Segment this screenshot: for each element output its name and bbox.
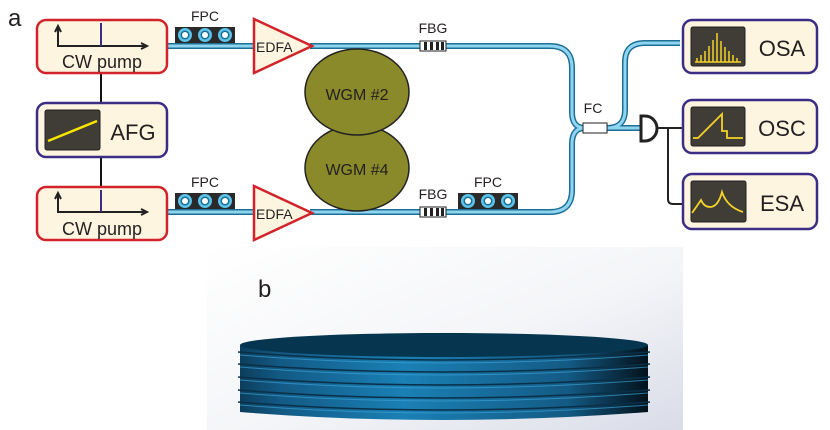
ramp-trace-icon: [47, 119, 98, 143]
cw-pump-label: CW pump: [62, 52, 142, 72]
afg-box: AFG: [35, 101, 169, 159]
fpc-label: FPC: [474, 174, 502, 190]
panel-b-label: b: [258, 276, 271, 303]
wgm-4: WGM #4: [304, 124, 410, 212]
fiber-paths: [167, 40, 680, 215]
panel-a-label: a: [8, 5, 22, 32]
panel-b: b: [207, 247, 683, 430]
fpc-right: FPC: [458, 174, 518, 209]
esa-box: ESA: [681, 172, 819, 231]
esa-label: ESA: [760, 191, 804, 216]
fpc-bottom: FPC: [175, 174, 235, 209]
fbg-top: FBG: [419, 20, 448, 52]
axes-icon: [54, 23, 150, 50]
fpc-label: FPC: [191, 8, 219, 24]
osa-box: OSA: [681, 18, 819, 75]
fpc-label: FPC: [191, 174, 219, 190]
cw-pump-top: CW pump: [35, 18, 169, 75]
osc-box: OSC: [681, 98, 819, 155]
wgm-2: WGM #2: [304, 48, 410, 136]
fbg-label: FBG: [419, 20, 448, 36]
photodetector-icon: [639, 114, 659, 143]
edfa-top: EDFA: [252, 17, 315, 75]
fbg-bottom: FBG: [419, 186, 448, 218]
osc-label: OSC: [758, 116, 806, 141]
edfa-label: EDFA: [256, 206, 293, 222]
edfa-bottom: EDFA: [252, 184, 315, 242]
fc-label: FC: [584, 100, 603, 116]
cw-pump-bottom: CW pump: [35, 185, 169, 242]
wire: [658, 127, 683, 205]
edfa-label: EDFA: [256, 39, 293, 55]
wgm-label: WGM #4: [325, 162, 388, 179]
cw-pump-label: CW pump: [62, 219, 142, 239]
spectrum-comb-icon: [695, 33, 741, 63]
sawtooth-trace-icon: [693, 111, 743, 139]
osa-label: OSA: [759, 36, 806, 61]
axes-icon: [54, 190, 150, 216]
fpc-top: FPC: [175, 8, 235, 43]
fbg-label: FBG: [419, 186, 448, 202]
spectrum-peak-trace-icon: [691, 188, 744, 214]
resonator-disc-render: [237, 333, 651, 420]
afg-label: AFG: [110, 120, 155, 145]
wgm-label: WGM #2: [325, 87, 388, 104]
fiber-coupler: FC: [582, 100, 608, 134]
